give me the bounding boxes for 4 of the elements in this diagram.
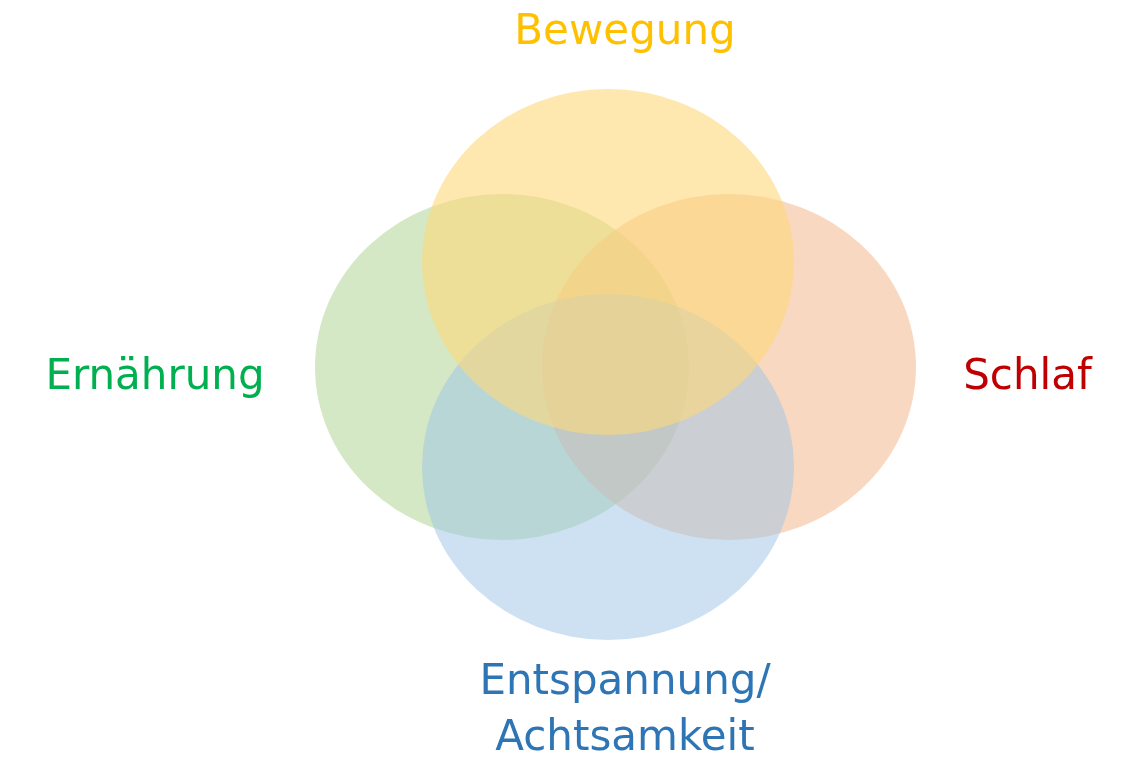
circle-label: Schlaf: [962, 349, 1094, 401]
circle-label: Entspannung/ Achtsamkeit: [478, 654, 772, 762]
circle-label: Ernährung: [44, 349, 266, 401]
circle-label: Bewegung: [513, 4, 737, 56]
